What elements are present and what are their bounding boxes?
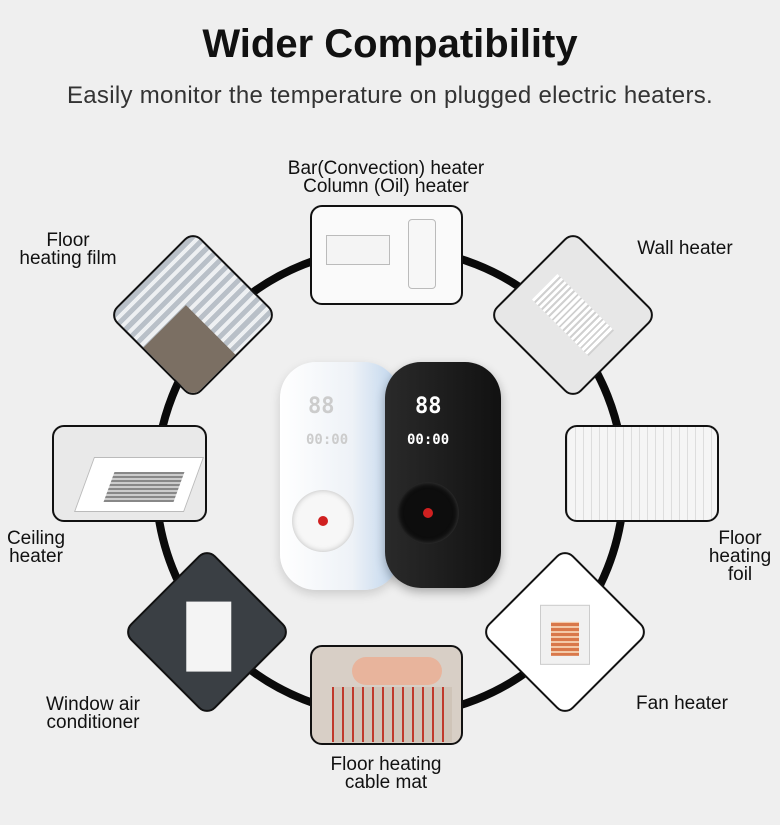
image-convection-oil-heater [310, 205, 463, 305]
label-ceiling-2: heater [9, 546, 63, 567]
label-window-ac-2: conditioner [46, 712, 140, 733]
black-display-temp: 88 [415, 394, 442, 419]
white-display-temp: 88 [308, 394, 335, 419]
label-ceiling-1: Ceiling [6, 528, 66, 549]
label-floor-film-2: heating film [19, 248, 117, 269]
page-subtitle: Easily monitor the temperature on plugge… [66, 82, 714, 109]
label-window-ac-1: Window air [46, 694, 140, 715]
black-thermostat-plug: 88 00:00 [385, 362, 501, 588]
white-socket [292, 490, 354, 552]
image-floor-heating-cable-mat [310, 645, 463, 745]
label-oil: Column (Oil) heater [303, 176, 469, 197]
page-title: Wider Compatibility [202, 22, 578, 66]
label-cable-mat-2: cable mat [344, 772, 428, 793]
white-display-time: 00:00 [306, 432, 349, 448]
label-wall-heater: Wall heater [637, 238, 733, 259]
image-ceiling-heater [52, 425, 207, 522]
black-display-time: 00:00 [407, 432, 450, 448]
label-floor-film-1: Floor [46, 230, 90, 251]
label-foil-3: foil [727, 564, 753, 585]
label-cable-mat-1: Floor heating [330, 754, 442, 775]
image-floor-heating-foil [565, 425, 719, 522]
label-foil-2: heating [708, 546, 772, 567]
label-fan-heater: Fan heater [636, 693, 728, 714]
black-socket [397, 482, 459, 544]
label-convection: Bar(Convection) heater [287, 158, 485, 179]
white-thermostat-plug: 88 00:00 [280, 362, 400, 590]
label-foil-1: Floor [718, 528, 762, 549]
